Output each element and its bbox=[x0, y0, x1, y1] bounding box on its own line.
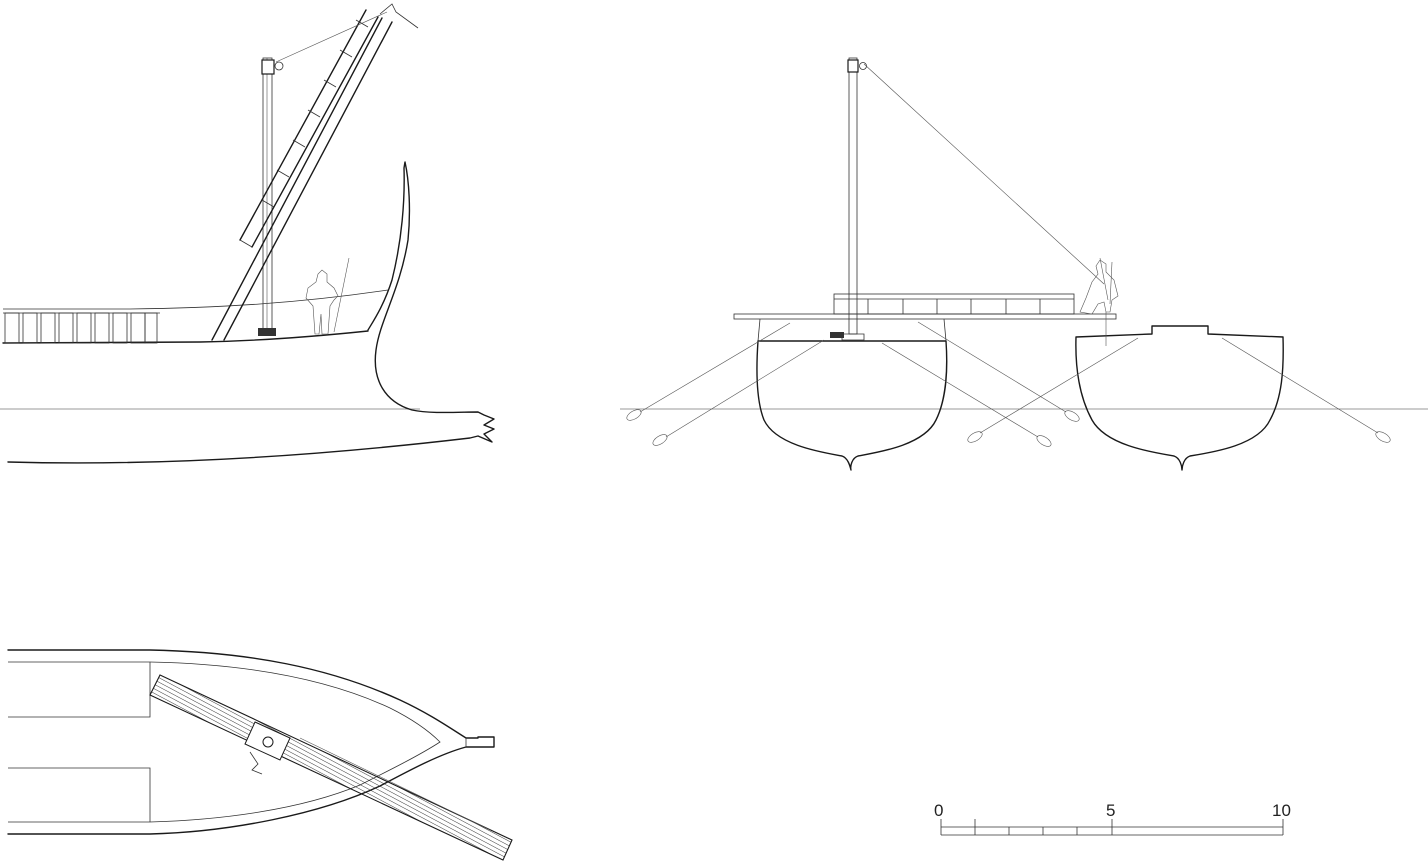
rope-side bbox=[275, 11, 388, 63]
corvus-side bbox=[211, 3, 419, 341]
sheer-rail bbox=[3, 289, 389, 310]
plan-hull-outer bbox=[7, 649, 495, 835]
platform bbox=[733, 313, 1117, 320]
side-elevation bbox=[0, 3, 495, 464]
hull-section-right bbox=[1075, 325, 1284, 471]
plan-view bbox=[7, 649, 513, 861]
scale-label-5: 5 bbox=[1106, 801, 1115, 820]
deck-panels bbox=[4, 312, 158, 344]
oars bbox=[626, 321, 1391, 447]
mast-side bbox=[258, 57, 284, 336]
scale-label-10: 10 bbox=[1272, 801, 1291, 820]
scale-label-0: 0 bbox=[934, 801, 943, 820]
bridge-front bbox=[833, 293, 1075, 315]
scale-bar: 0 5 10 bbox=[934, 801, 1291, 836]
hull-section-left bbox=[756, 340, 948, 471]
deck-line bbox=[2, 330, 369, 344]
front-section bbox=[620, 57, 1428, 471]
soldier-figure bbox=[305, 257, 350, 335]
rope-front bbox=[863, 63, 1105, 285]
figure-front bbox=[1079, 257, 1119, 346]
mast-front bbox=[830, 57, 867, 341]
hull-keel bbox=[7, 161, 495, 464]
corvus-plan bbox=[149, 674, 513, 861]
